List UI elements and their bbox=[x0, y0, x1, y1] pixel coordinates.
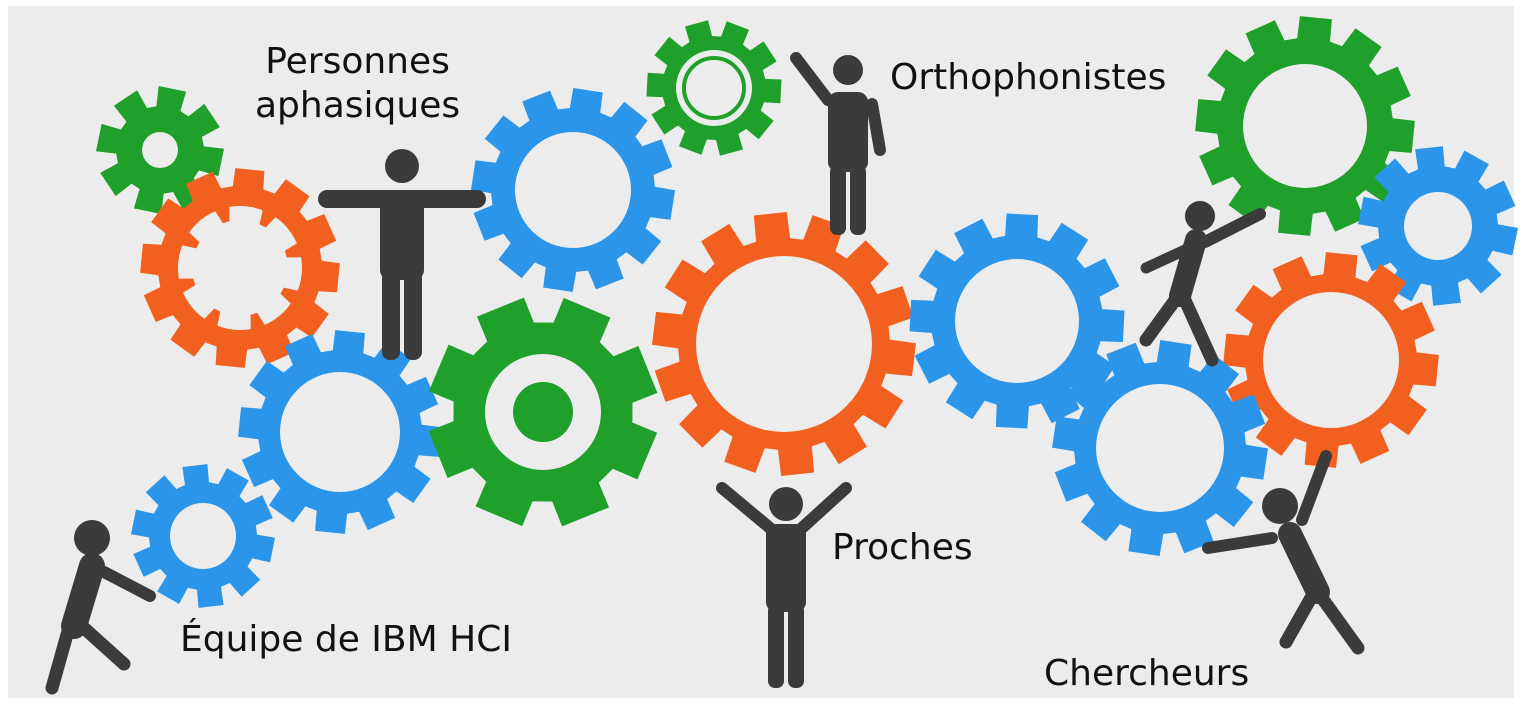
figure-equipe-body bbox=[61, 553, 105, 639]
gear-blue-small-right bbox=[1358, 146, 1518, 306]
figure-climber-arm-left bbox=[1140, 244, 1191, 274]
figure-ortho-arm-down bbox=[866, 98, 886, 156]
gear-blue-bottomright bbox=[1052, 340, 1268, 556]
gear-green-hub bbox=[428, 297, 658, 527]
gear-orange-left-inner-notch bbox=[203, 308, 221, 327]
figure-climber-head bbox=[1185, 201, 1215, 231]
label-personnes-line2: aphasiques bbox=[255, 85, 461, 126]
figure-aphasic-leg-left bbox=[382, 270, 400, 360]
gear-orange-left-inner-notch bbox=[284, 242, 303, 258]
figure-ortho-head bbox=[833, 55, 863, 85]
label-orthophonistes: Orthophonistes bbox=[890, 57, 1167, 98]
gear-orange-center bbox=[652, 212, 916, 476]
gear-orange-left-inner-notch bbox=[250, 312, 266, 331]
figure-chercheurs-leg-right bbox=[1315, 591, 1365, 655]
gear-orange-left-inner-notch bbox=[259, 209, 277, 228]
figure-chercheurs-body bbox=[1278, 522, 1330, 604]
figure-aphasic-leg-right bbox=[404, 270, 422, 360]
figure-chercheurs-leg-left bbox=[1279, 589, 1319, 649]
figure-aphasic-body bbox=[380, 196, 424, 280]
figure-climber-body bbox=[1169, 229, 1207, 307]
figure-aphasic-head bbox=[385, 149, 419, 183]
label-equipe-ibm-hci: Équipe de IBM HCI bbox=[180, 619, 512, 660]
figure-climber-arm-up bbox=[1199, 208, 1266, 248]
figure-ortho-arm-up bbox=[790, 52, 834, 106]
figure-chercheurs-head bbox=[1262, 488, 1298, 524]
gear-green-top-inner-ring bbox=[682, 56, 746, 120]
figure-chercheurs-arm-forward bbox=[1202, 532, 1278, 554]
label-personnes-aphasiques: Personnes aphasiques bbox=[255, 40, 460, 128]
figure-climber-leg-left bbox=[1139, 289, 1185, 347]
figure-proches-body bbox=[766, 524, 806, 612]
label-personnes-line1: Personnes bbox=[265, 41, 450, 82]
gear-blue-small-bottomleft bbox=[131, 464, 275, 608]
gear-blue-center-right bbox=[909, 213, 1125, 429]
gear-orange-left-inner-notch bbox=[280, 287, 299, 305]
gear-blue-center-left bbox=[471, 88, 675, 292]
figure-chercheurs-arm-up bbox=[1296, 450, 1332, 526]
figure-equipe-head bbox=[74, 520, 110, 556]
label-proches: Proches bbox=[832, 527, 973, 568]
gear-orange-left-inner-notch bbox=[214, 205, 230, 224]
gear-green-hub-hub bbox=[513, 382, 573, 442]
figure-ortho-leg-right bbox=[850, 165, 866, 235]
label-chercheurs: Chercheurs bbox=[1044, 653, 1250, 694]
figure-equipe-arm bbox=[98, 566, 156, 602]
figure-climber-leg-right bbox=[1177, 291, 1219, 367]
gear-orange-left-inner-notch bbox=[181, 231, 200, 249]
gear-green-top bbox=[646, 20, 782, 156]
gear-orange-left-inner-notch bbox=[177, 278, 196, 294]
gear-green-topright bbox=[1195, 16, 1415, 236]
figure-equipe-leg-right bbox=[77, 621, 131, 671]
gear-orange-left bbox=[140, 168, 340, 368]
figure-proches-leg-right bbox=[788, 604, 804, 688]
figure-proches-arm-right bbox=[796, 482, 852, 534]
figure-proches-head bbox=[769, 487, 803, 521]
figure-proches-leg-left bbox=[768, 604, 784, 688]
figure-ortho-leg-left bbox=[830, 165, 846, 235]
figure-proches-arm-left bbox=[716, 482, 776, 534]
gear-blue-left-bottom bbox=[238, 330, 442, 534]
gear-orange-right bbox=[1223, 252, 1439, 468]
figure-equipe-leg-left bbox=[45, 617, 77, 695]
figure-ortho-body bbox=[828, 92, 868, 172]
